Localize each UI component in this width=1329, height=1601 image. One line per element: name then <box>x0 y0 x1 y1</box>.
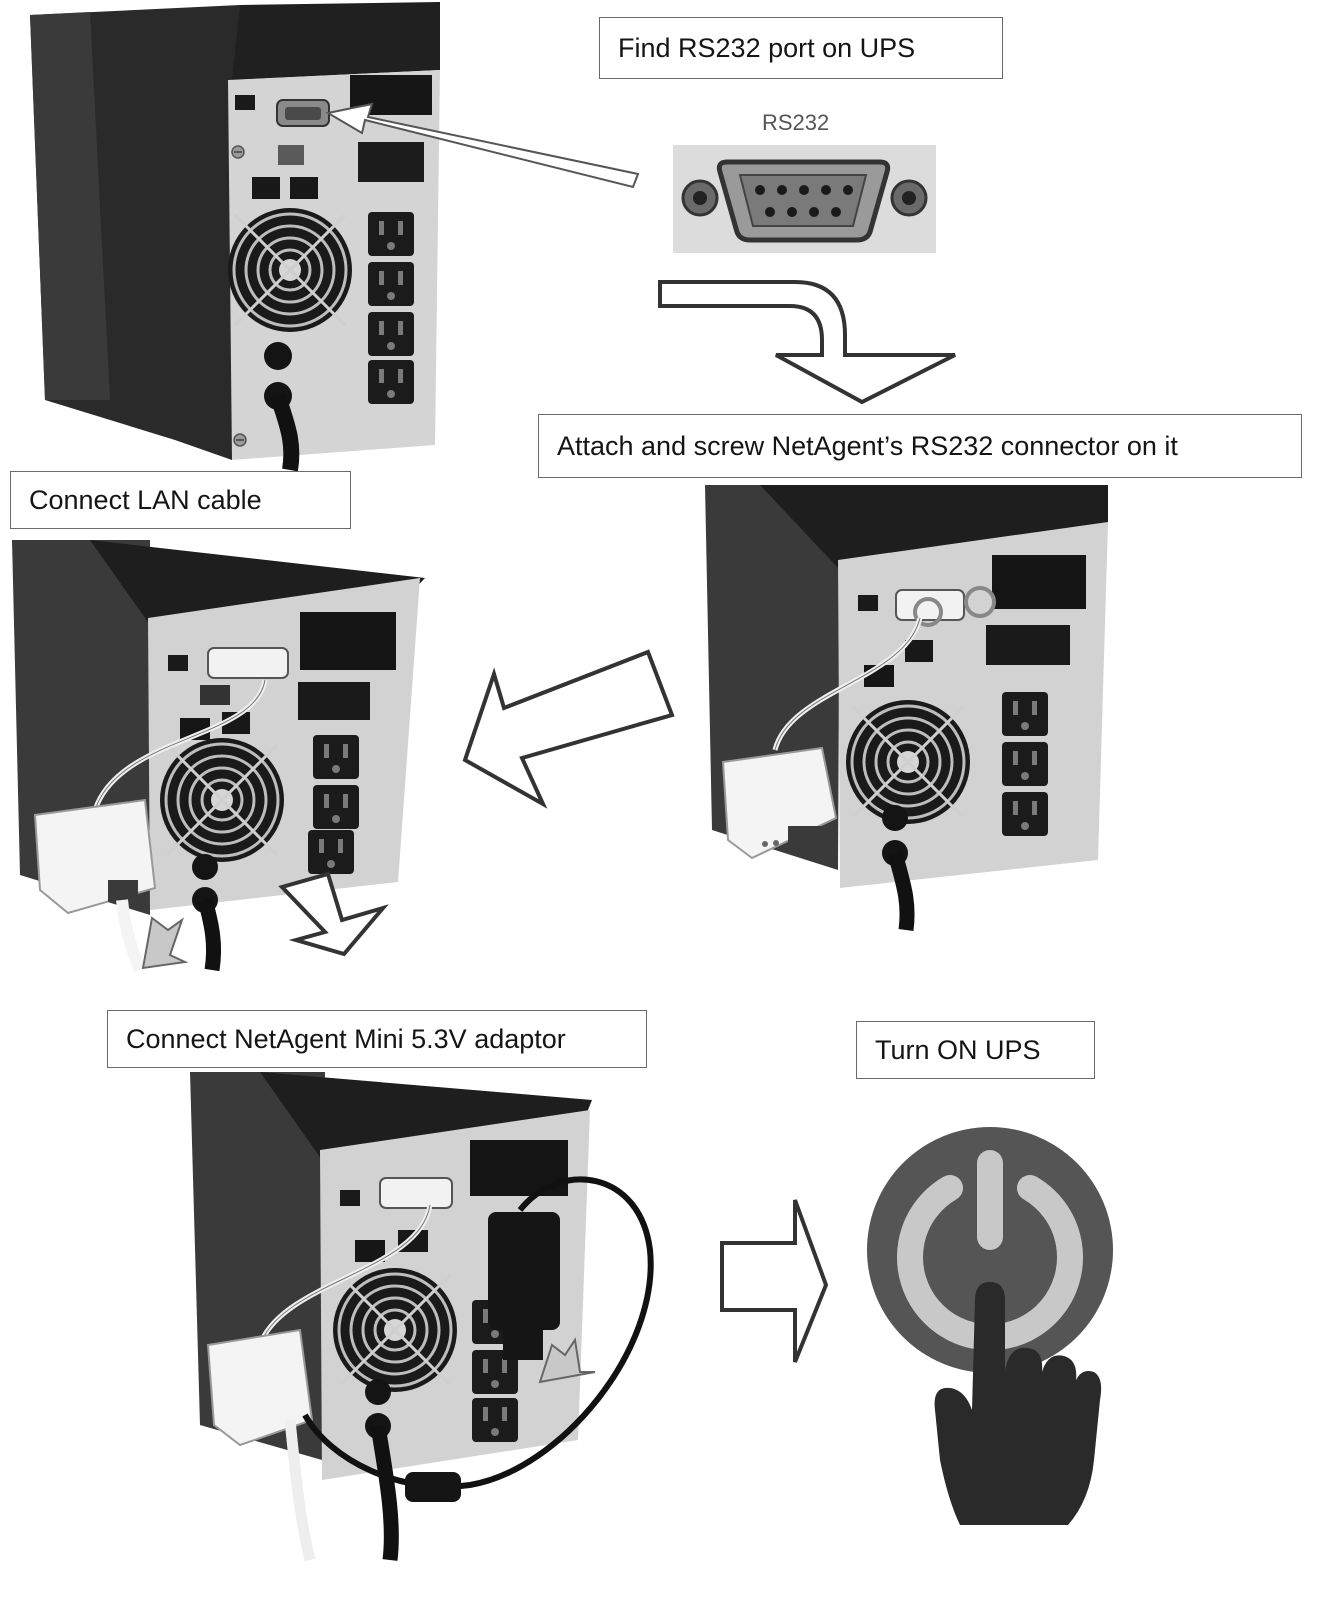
rs232-connector-closeup <box>673 145 936 253</box>
arrow-to-rs232-port <box>325 102 640 189</box>
ups-unit-with-lan-cable <box>12 540 425 973</box>
rs232-label: RS232 <box>762 110 829 136</box>
step-adaptor-text: Connect NetAgent Mini 5.3V adaptor <box>126 1023 566 1054</box>
step-lan-caption: Connect LAN cable <box>10 471 351 529</box>
step-adaptor-caption: Connect NetAgent Mini 5.3V adaptor <box>107 1010 647 1068</box>
step-attach-text: Attach and screw NetAgent’s RS232 connec… <box>557 430 1178 461</box>
pointing-hand-icon <box>934 1282 1102 1525</box>
arrow-down-small <box>278 871 389 957</box>
step-turn-on-text: Turn ON UPS <box>875 1034 1041 1065</box>
ups-unit-with-connector <box>705 485 1108 931</box>
curved-arrow-down <box>658 280 956 405</box>
step-attach-caption: Attach and screw NetAgent’s RS232 connec… <box>538 414 1302 478</box>
step-turn-on-caption: Turn ON UPS <box>856 1021 1095 1079</box>
step-find-port-caption: Find RS232 port on UPS <box>599 17 1003 79</box>
arrow-left <box>462 649 675 809</box>
step-find-port-text: Find RS232 port on UPS <box>618 32 916 63</box>
arrow-right <box>720 1199 829 1363</box>
rs232-label-text: RS232 <box>762 110 830 135</box>
step-lan-text: Connect LAN cable <box>29 484 262 515</box>
ups-unit-with-adaptor <box>190 1072 654 1562</box>
power-button-icon <box>867 1127 1113 1373</box>
ups-unit-rear-view-1 <box>30 2 440 472</box>
